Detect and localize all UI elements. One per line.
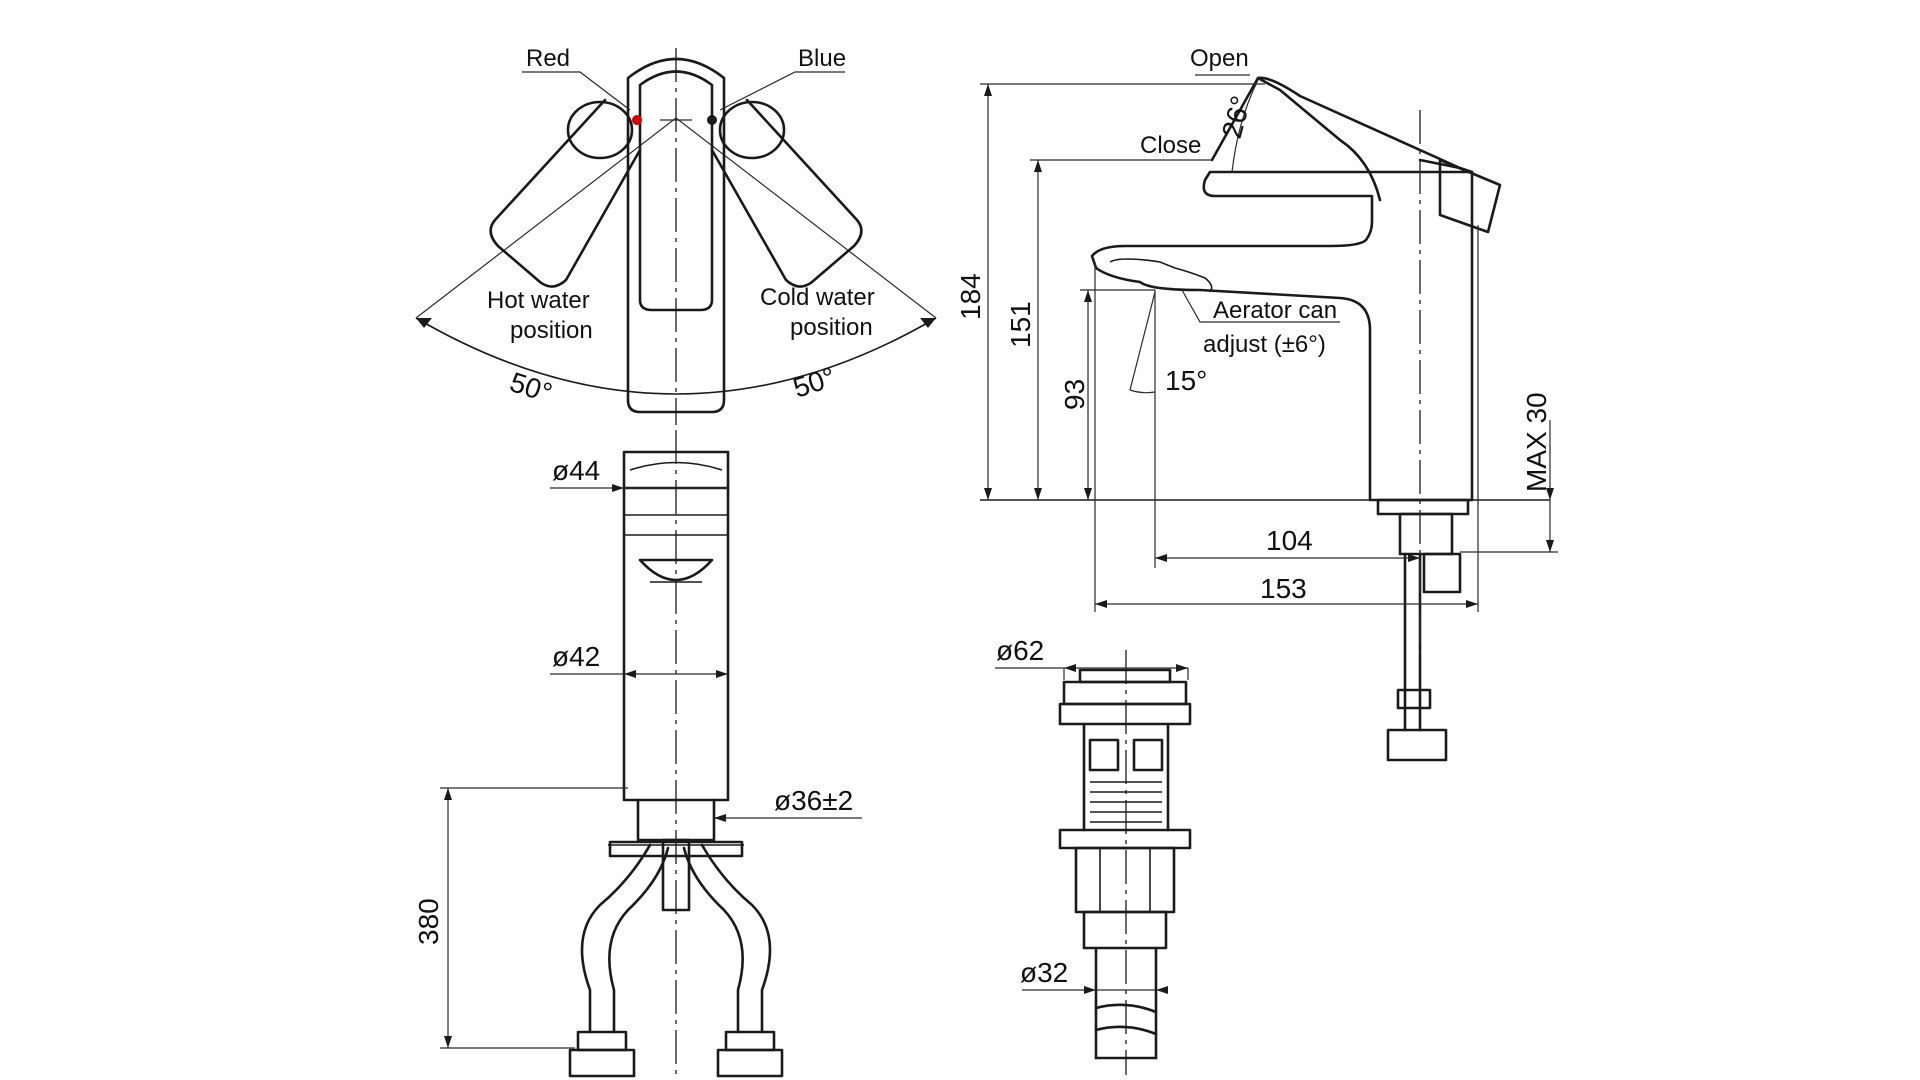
lever-cap-curve bbox=[629, 461, 723, 471]
aerator-angle-arc bbox=[1129, 389, 1156, 394]
top-view: Red Blue Hot water position Cold water p… bbox=[415, 45, 937, 425]
label-red: Red bbox=[526, 45, 570, 72]
hose-cold-outer bbox=[700, 843, 772, 1034]
open-angle-arc bbox=[1231, 79, 1259, 173]
side-rod-nut bbox=[1422, 552, 1462, 594]
arc-arrow-right bbox=[920, 318, 936, 328]
lever-cold-position bbox=[710, 98, 863, 288]
side-hose-nut bbox=[1386, 728, 1448, 762]
hose-hot-outer bbox=[580, 843, 652, 1034]
hot-water-line2: position bbox=[510, 317, 593, 344]
waste-break-lines bbox=[1094, 1003, 1158, 1036]
angle-hot: 50° bbox=[506, 366, 556, 409]
front-view: ø44 ø42 ø36±2 380 bbox=[413, 430, 862, 1078]
dim-d44-arrow bbox=[612, 484, 624, 492]
waste-slot-left bbox=[1088, 738, 1120, 772]
lever-center-inner bbox=[638, 70, 714, 312]
waste-tail bbox=[1094, 946, 1158, 1060]
hose-fitting-hot bbox=[576, 1030, 628, 1052]
spout-outlet bbox=[1109, 258, 1213, 293]
dim-max-deck: MAX 30 bbox=[1521, 392, 1552, 492]
spout-body bbox=[1090, 170, 1474, 502]
aerator-tilt bbox=[1129, 291, 1156, 391]
side-nut bbox=[1398, 512, 1454, 556]
aerator-front bbox=[638, 558, 714, 582]
dim-diameter-32: ø32 bbox=[1020, 957, 1068, 988]
lever-center bbox=[626, 57, 726, 414]
waste-nut-washer bbox=[1058, 828, 1192, 850]
hot-water-line1: Hot water bbox=[487, 287, 590, 314]
arc-arrow-left bbox=[416, 318, 432, 328]
label-close: Close bbox=[1140, 132, 1201, 159]
dim-height-380: 380 bbox=[413, 898, 444, 945]
lever-open-position bbox=[1210, 76, 1474, 174]
red-leader bbox=[522, 71, 631, 111]
side-washer bbox=[1376, 498, 1470, 516]
dim-d36-arrow bbox=[714, 814, 726, 822]
dim-length-153: 153 bbox=[1260, 573, 1307, 604]
aerator-angle: 15° bbox=[1165, 365, 1207, 396]
waste-cap bbox=[1062, 680, 1188, 706]
hose-cold-inner bbox=[682, 846, 744, 1034]
open-angle: 26° bbox=[1216, 93, 1257, 142]
dim-diameter-36: ø36±2 bbox=[774, 785, 853, 816]
dim-d42-arrows bbox=[624, 670, 728, 678]
red-indicator-dot bbox=[632, 115, 642, 125]
dim-diameter-42: ø42 bbox=[552, 641, 600, 672]
hot-angle-ray bbox=[415, 117, 677, 319]
waste-body bbox=[1082, 722, 1170, 832]
dim-reach-104: 104 bbox=[1266, 525, 1313, 556]
dim-height-93: 93 bbox=[1059, 379, 1090, 410]
cold-angle-ray bbox=[675, 117, 937, 319]
lever-open-underside bbox=[1256, 76, 1382, 202]
blue-leader bbox=[719, 71, 845, 111]
dim-diameter-44: ø44 bbox=[552, 455, 600, 486]
side-view: Open 26° Close Aerator can adjust (±6°) … bbox=[955, 45, 1558, 762]
waste-nut bbox=[1074, 846, 1176, 914]
aerator-leader bbox=[1181, 289, 1340, 323]
dim-height-184: 184 bbox=[955, 273, 986, 320]
cold-water-line2: position bbox=[790, 314, 873, 341]
label-blue: Blue bbox=[798, 45, 846, 72]
lever-hot-pivot bbox=[566, 100, 634, 160]
mount-washer bbox=[608, 840, 744, 858]
lever-cold-pivot bbox=[718, 100, 786, 160]
hose-hot-inner bbox=[608, 846, 670, 1034]
side-hose bbox=[1403, 552, 1422, 732]
faucet-body bbox=[622, 486, 730, 802]
blue-indicator-dot bbox=[707, 115, 717, 125]
lever-hot-position bbox=[489, 98, 642, 288]
lever-tip bbox=[1438, 158, 1502, 234]
rotation-arc bbox=[415, 317, 937, 395]
side-hose-ring bbox=[1396, 688, 1432, 710]
mounting-rod bbox=[661, 838, 691, 912]
waste-cap-top bbox=[1078, 668, 1172, 684]
dim-diameter-62: ø62 bbox=[996, 635, 1044, 666]
hose-nut-cold bbox=[716, 1048, 784, 1078]
label-open: Open bbox=[1190, 45, 1249, 72]
waste-collar bbox=[1082, 910, 1168, 950]
waste-thread bbox=[1090, 781, 1162, 823]
dim-height-151: 151 bbox=[1005, 301, 1036, 348]
hose-fitting-cold bbox=[724, 1030, 776, 1052]
waste-slot-right bbox=[1132, 738, 1164, 772]
waste-flange bbox=[1058, 702, 1192, 726]
hose-nut-hot bbox=[568, 1048, 636, 1078]
waste-view: ø62 ø32 bbox=[995, 635, 1192, 1075]
aerator-line2: adjust (±6°) bbox=[1203, 331, 1326, 358]
cold-water-line1: Cold water bbox=[760, 284, 875, 311]
aerator-line1: Aerator can bbox=[1213, 297, 1337, 324]
